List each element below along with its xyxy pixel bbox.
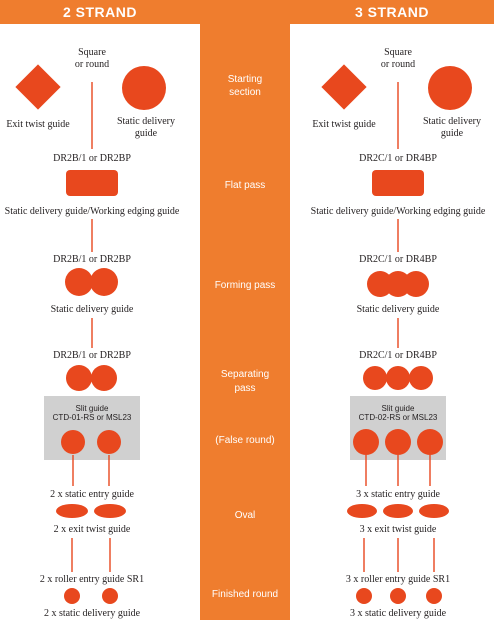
two-strand-false-round-2 [97,430,121,454]
two-strand-forming-lobe-1 [65,268,93,296]
two-strand-finish-entry-guide-label: 2 x roller entry guide SR1 [40,574,144,585]
three-strand-finished-round-2 [390,588,406,604]
three-strand-flat-pass-shape [372,170,424,196]
two-strand-slit-guide-box [44,396,140,460]
three-strand-slit-guide-label-line-1: Slit guide [382,404,415,413]
header-2-strand: 2 STRAND [63,4,137,20]
three-strand-oval-1 [347,504,377,518]
two-strand-static-delivery-guide-label-line-1: Static delivery [117,116,175,127]
three-strand-exit-twist-guide-label: Exit twist guide [312,119,376,130]
two-strand-separating-lobe-2 [91,365,117,391]
two-strand-forming-pass-guide-label: Static delivery guide [51,304,134,315]
stage-label-1-line-2: section [229,87,261,98]
three-strand-flat-pass-guide-label: Static delivery guide/Working edging gui… [311,206,486,217]
two-strand-forming-pass-mill-label: DR2B/1 or DR2BP [53,254,131,265]
three-strand-forming-pass-guide-label: Static delivery guide [357,304,440,315]
stage-label-3-line-1: Forming pass [215,280,276,291]
two-strand-finish-delivery-guide-label: 2 x static delivery guide [44,608,141,619]
three-strand-separating-lobe-1 [363,366,387,390]
three-strand-false-round-3 [417,429,443,455]
two-strand-forming-lobe-2 [90,268,118,296]
three-strand-finish-delivery-guide-label: 3 x static delivery guide [350,608,447,619]
stage-label-5-line-1: (False round) [215,435,274,446]
three-strand-round-billet-shape [428,66,472,110]
three-strand-finished-round-3 [426,588,442,604]
three-strand-forming-pass-mill-label: DR2C/1 or DR4BP [359,254,437,265]
two-strand-slit-guide-label-line-1: Slit guide [76,404,109,413]
two-strand-start-label-line-1: Square [78,47,106,58]
three-strand-false-round-1 [353,429,379,455]
three-strand-forming-lobe-3 [403,271,429,297]
two-strand-flat-pass-guide-label: Static delivery guide/Working edging gui… [5,206,180,217]
three-strand-separating-pass-mill-label: DR2C/1 or DR4BP [359,350,437,361]
two-strand-round-billet-shape [122,66,166,110]
two-strand-slit-guide-label-line-2: CTD-01-RS or MSL23 [53,413,132,422]
stage-label-4-line-2: pass [234,383,255,394]
two-strand-start-label-line-2: or round [75,59,109,70]
two-strand-flat-pass-shape [66,170,118,196]
three-strand-square-billet-shape [321,64,367,110]
three-strand-oval-entry-guide-label: 3 x static entry guide [356,489,440,500]
two-strand-separating-lobe-1 [66,365,92,391]
three-strand-slit-guide-label-line-2: CTD-02-RS or MSL23 [359,413,438,422]
three-strand-forming-lobe-1 [367,271,393,297]
header-bar-right [290,0,494,24]
two-strand-static-delivery-guide-label-line-2: guide [135,128,158,139]
three-strand-forming-lobe-2 [385,271,411,297]
two-strand-oval-entry-guide-label: 2 x static entry guide [50,489,134,500]
header-3-strand: 3 STRAND [355,4,429,20]
two-strand-oval-1 [56,504,88,518]
three-strand-oval-2 [383,504,413,518]
three-strand-oval-exit-guide-label: 3 x exit twist guide [360,524,437,535]
three-strand-finished-round-1 [356,588,372,604]
two-strand-square-billet-shape [15,64,61,110]
three-strand-start-label-line-1: Square [384,47,412,58]
two-strand-finished-round-1 [64,588,80,604]
stage-label-6-line-1: Oval [235,510,256,521]
stage-column [200,0,290,620]
stage-label-1-line-1: Starting [228,74,262,85]
two-strand-false-round-1 [61,430,85,454]
three-strand-false-round-2 [385,429,411,455]
two-strand-oval-2 [94,504,126,518]
three-strand-separating-lobe-2 [386,366,410,390]
three-strand-static-delivery-guide-label-line-1: Static delivery [423,116,481,127]
two-strand-separating-pass-mill-label: DR2B/1 or DR2BP [53,350,131,361]
two-strand-flat-pass-mill-label: DR2B/1 or DR2BP [53,153,131,164]
three-strand-static-delivery-guide-label-line-2: guide [441,128,464,139]
three-strand-oval-3 [419,504,449,518]
three-strand-start-label-line-2: or round [381,59,415,70]
two-strand-exit-twist-guide-label: Exit twist guide [6,119,70,130]
stage-label-7-line-1: Finished round [212,589,278,600]
stage-label-2-line-1: Flat pass [225,180,266,191]
three-strand-finish-entry-guide-label: 3 x roller entry guide SR1 [346,574,450,585]
header-bar-left [0,0,200,24]
three-strand-separating-lobe-3 [409,366,433,390]
stage-label-4-line-1: Separating [221,369,269,380]
three-strand-flat-pass-mill-label: DR2C/1 or DR4BP [359,153,437,164]
two-strand-oval-exit-guide-label: 2 x exit twist guide [54,524,131,535]
two-strand-finished-round-2 [102,588,118,604]
